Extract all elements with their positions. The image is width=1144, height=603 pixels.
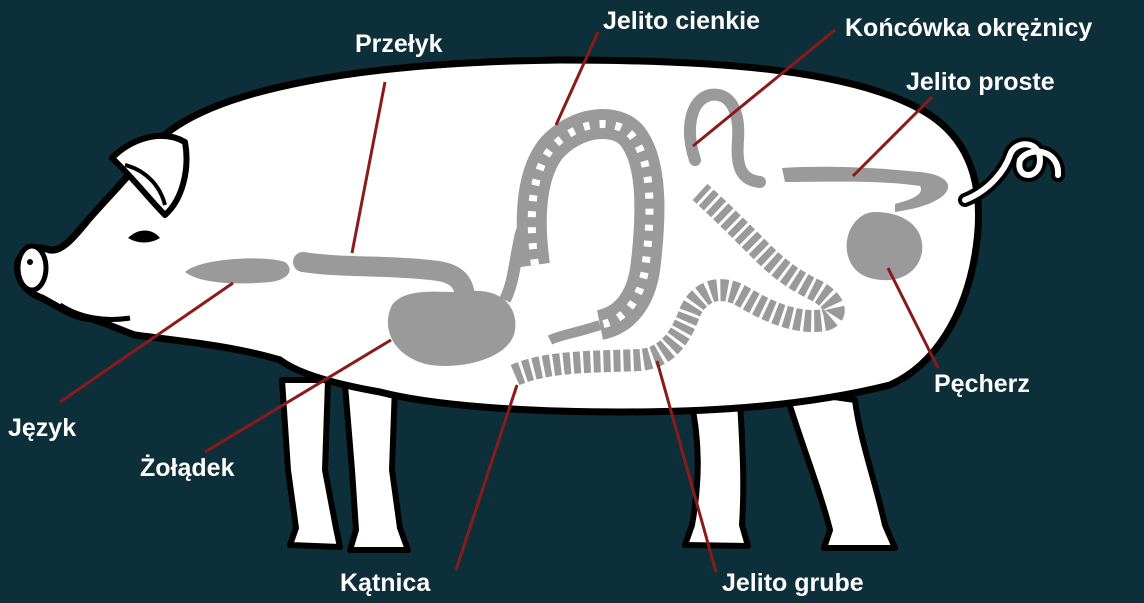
leader-line-jezyk <box>60 283 233 402</box>
leader-line-zoladek <box>205 340 391 452</box>
leader-line-koncowka-okreznicy <box>693 30 835 146</box>
label-jelito-grube: Jelito grube <box>722 571 864 596</box>
label-jezyk: Język <box>8 416 76 441</box>
label-katnica: Kątnica <box>340 571 430 596</box>
leader-line-przelyk <box>352 82 385 253</box>
label-zoladek: Żołądek <box>140 456 234 481</box>
label-przelyk: Przełyk <box>355 32 443 57</box>
label-koncowka-okreznicy: Końcówka okrężnicy <box>845 16 1092 41</box>
leader-line-jelito-grube <box>657 361 716 572</box>
label-jelito-cienkie: Jelito cienkie <box>603 9 760 34</box>
leader-line-jelito-cienkie <box>556 32 598 125</box>
leader-line-katnica <box>456 385 517 570</box>
leader-line-jelito-proste <box>853 97 932 176</box>
label-pecherz: Pęcherz <box>934 372 1030 397</box>
label-jelito-proste: Jelito proste <box>906 70 1055 95</box>
leader-line-pecherz <box>888 268 938 368</box>
